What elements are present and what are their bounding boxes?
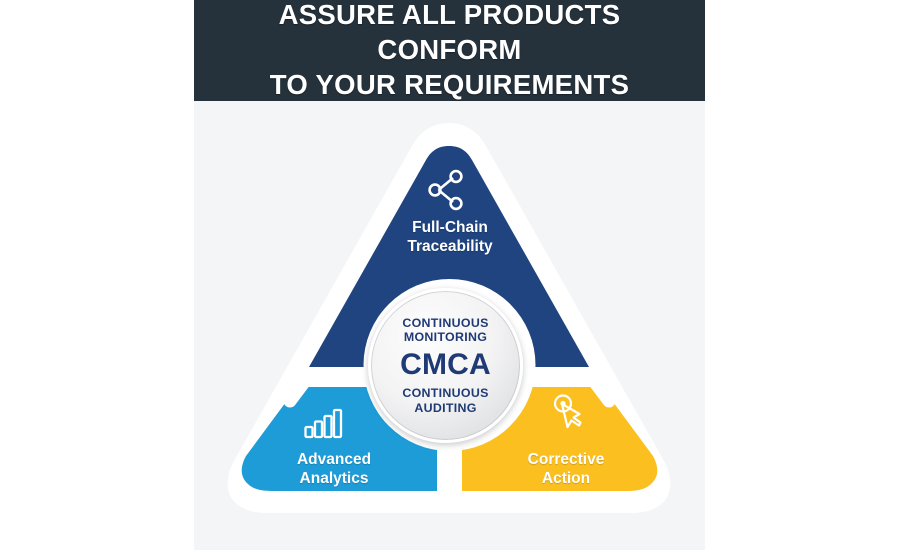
center-acronym: CMCA — [400, 348, 491, 381]
diagram-stage: Full-Chain Traceability Advanced Analyti… — [194, 101, 705, 550]
center-bottom-text: CONTINUOUS AUDITING — [402, 386, 489, 415]
header-banner: ASSURE ALL PRODUCTS CONFORM TO YOUR REQU… — [194, 0, 705, 101]
segment-top-shape[interactable] — [309, 146, 589, 367]
center-circle[interactable]: CONTINUOUS MONITORING CMCA CONTINUOUS AU… — [368, 288, 523, 443]
center-top-text: CONTINUOUS MONITORING — [402, 315, 489, 345]
segment-full-chain-traceability[interactable] — [309, 146, 589, 367]
content-panel: ASSURE ALL PRODUCTS CONFORM TO YOUR REQU… — [194, 0, 705, 550]
page-title: ASSURE ALL PRODUCTS CONFORM TO YOUR REQU… — [269, 0, 630, 100]
